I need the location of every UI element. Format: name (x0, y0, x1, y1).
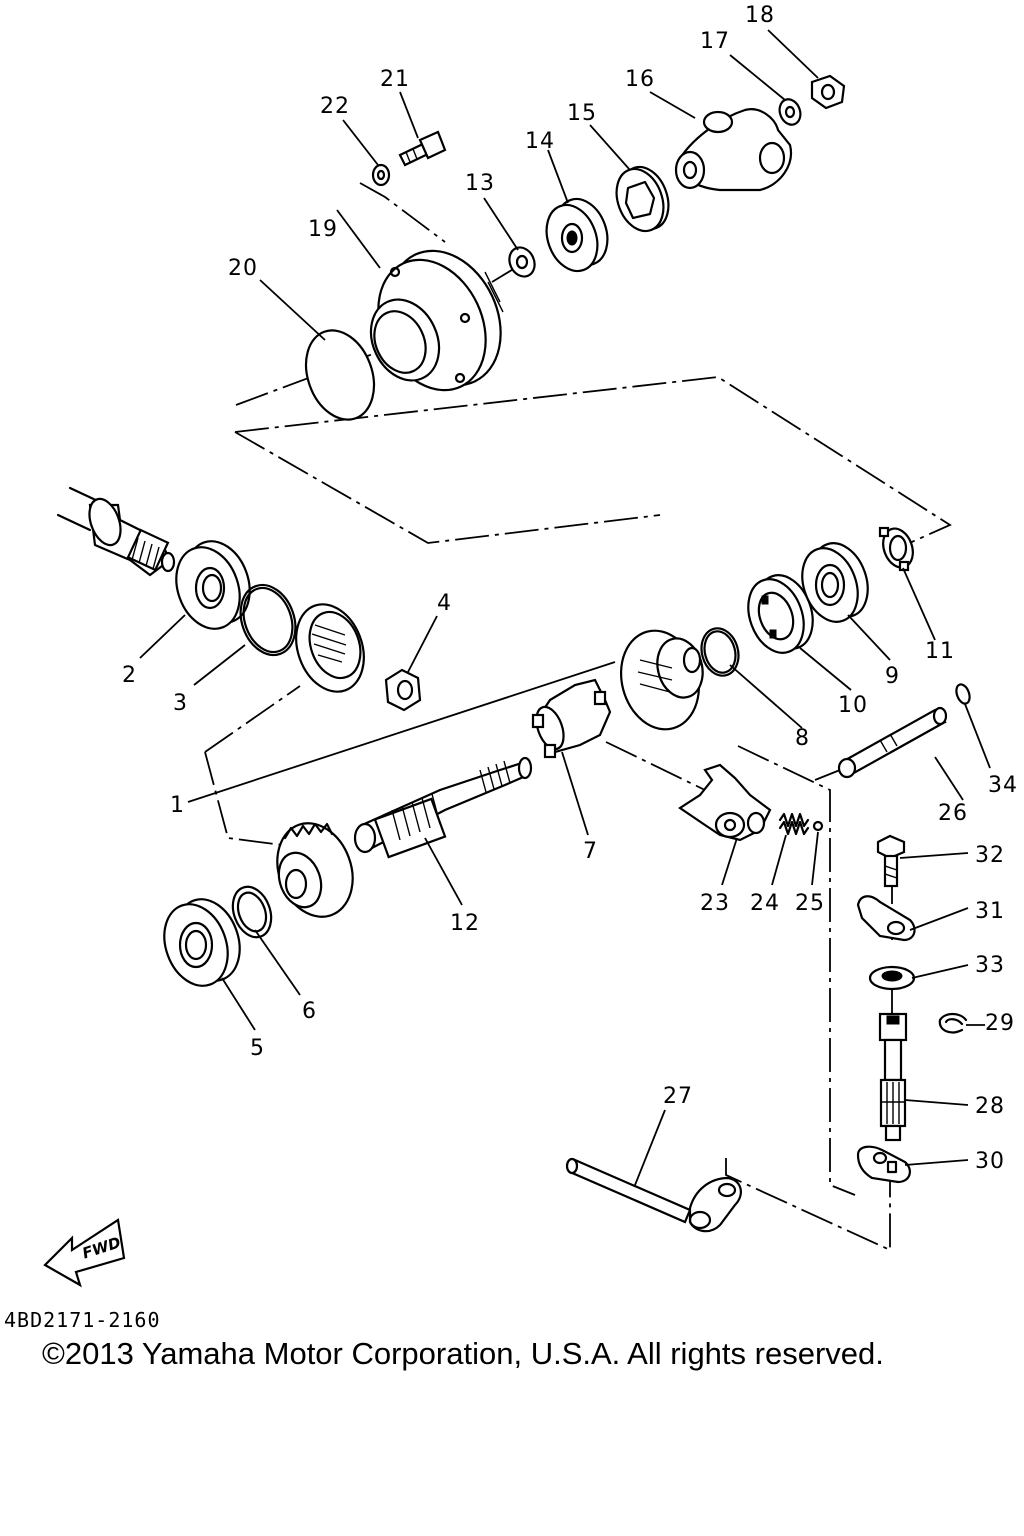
part-8-o-ring (700, 627, 740, 677)
part-11-lock-nut (878, 526, 914, 572)
callout-30: 30 (975, 1149, 1005, 1174)
part-16-yoke (674, 108, 793, 192)
callout-11: 11 (925, 639, 955, 664)
part-23-shift-fork (678, 763, 772, 842)
part-5-bearing (163, 898, 241, 987)
callout-8: 8 (795, 726, 810, 751)
part-17-washer (778, 98, 802, 126)
part-31-lever (856, 895, 916, 942)
callout-21: 21 (380, 67, 410, 92)
part-6-shim (231, 885, 273, 939)
callout-1: 1 (170, 793, 185, 818)
part-12-splined-shaft (353, 756, 533, 859)
part-25-ball (812, 820, 824, 832)
part-13-washer (508, 246, 536, 278)
callout-22: 22 (320, 94, 350, 119)
callout-12: 12 (450, 911, 480, 936)
part-7-clutch-dog (531, 678, 612, 759)
callout-20: 20 (228, 256, 258, 281)
callout-25: 25 (795, 891, 825, 916)
callout-29: 29 (985, 1011, 1015, 1036)
part-32-bolt (876, 834, 906, 888)
catalog-code: 4BD2171-2160 (4, 1308, 161, 1332)
callout-7: 7 (583, 839, 598, 864)
callout-34: 34 (988, 773, 1018, 798)
fwd-arrow-icon: FWD (43, 1218, 126, 1288)
part-26-shift-shaft (837, 706, 948, 779)
callout-19: 19 (308, 217, 338, 242)
callout-33: 33 (975, 953, 1005, 978)
drive-shaft-end (56, 486, 176, 577)
callout-6: 6 (302, 999, 317, 1024)
part-9-bearing (801, 542, 869, 623)
part-1-pinion-gear (276, 822, 354, 918)
callout-13: 13 (465, 171, 495, 196)
part-22-washer (371, 163, 391, 187)
callout-3: 3 (173, 691, 188, 716)
callout-32: 32 (975, 843, 1005, 868)
callout-24: 24 (750, 891, 780, 916)
copyright-notice: ©2013 Yamaha Motor Corporation, U.S.A. A… (42, 1336, 884, 1371)
callout-17: 17 (700, 29, 730, 54)
callout-23: 23 (700, 891, 730, 916)
callout-27: 27 (663, 1084, 693, 1109)
callout-18: 18 (745, 3, 775, 28)
part-4-nut (384, 668, 422, 712)
part-10-collar (747, 574, 814, 654)
part-28-shift-shaft (878, 1012, 908, 1142)
callout-9: 9 (885, 664, 900, 689)
callout-5: 5 (250, 1036, 265, 1061)
callout-2: 2 (122, 663, 137, 688)
part-3-o-ring (239, 583, 297, 657)
part-30-lever (856, 1145, 911, 1184)
leader-lines (139, 29, 991, 1186)
part-27-fork-shaft (565, 1157, 742, 1233)
callout-4: 4 (437, 591, 452, 616)
callout-14: 14 (525, 129, 555, 154)
part-14-bearing (545, 197, 609, 273)
part-29-circlip (938, 1012, 968, 1034)
part-24-spring (778, 812, 810, 836)
part-15-oil-seal (615, 165, 670, 233)
part-20-gasket (304, 329, 376, 421)
part-18-nut (810, 74, 846, 110)
callout-16: 16 (625, 67, 655, 92)
part-21-bolt (398, 130, 447, 167)
callout-31: 31 (975, 899, 1005, 924)
part-2-bearing (175, 540, 251, 630)
callout-15: 15 (567, 101, 597, 126)
part-1-ring-gear (619, 629, 704, 731)
part-19-bearing-housing (369, 249, 504, 392)
part-1-bevel-gear-ring (295, 603, 365, 693)
callout-28: 28 (975, 1094, 1005, 1119)
callout-numbers: 1 2 3 4 5 6 7 8 9 10 11 12 13 14 15 16 1… (122, 3, 1018, 1174)
callout-26: 26 (938, 801, 968, 826)
part-34-o-ring (955, 683, 971, 705)
callout-10: 10 (838, 693, 868, 718)
part-33-washer (868, 965, 916, 991)
